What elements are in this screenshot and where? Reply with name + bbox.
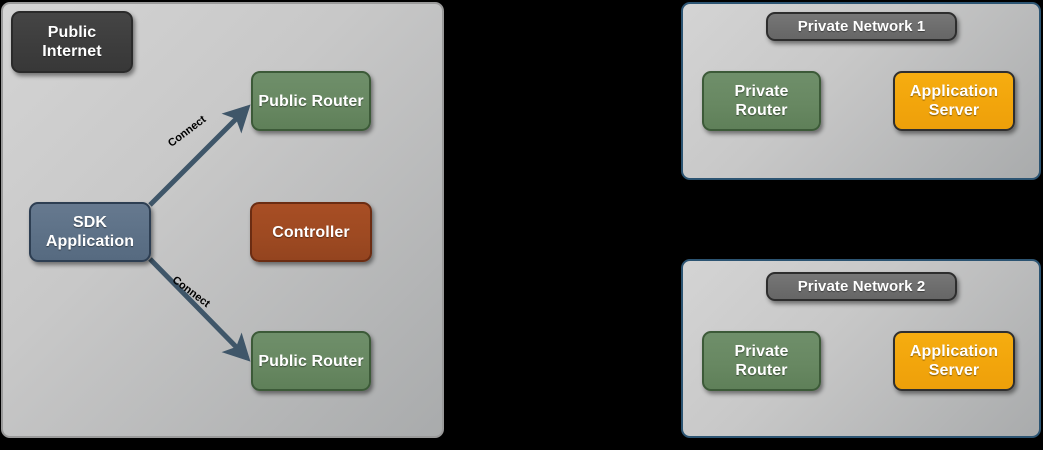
node-public-router-bottom-label: Public Router [258,352,364,370]
node-application-server-1[interactable]: Application Server [893,71,1015,131]
node-public-router-top[interactable]: Public Router [251,71,371,131]
node-controller[interactable]: Controller [250,202,372,262]
node-private-router-2-label: Private Router [734,343,789,379]
node-private-router-1-label: Private Router [734,83,789,119]
node-sdk-application[interactable]: SDK Application [29,202,151,262]
private-network-1-label: Private Network 1 [766,12,957,41]
node-application-server-1-label: Application Server [909,83,999,119]
node-private-router-2[interactable]: Private Router [702,331,821,391]
node-sdk-application-label: SDK Application [45,214,135,250]
node-application-server-2[interactable]: Application Server [893,331,1015,391]
node-controller-label: Controller [272,223,350,241]
node-public-router-bottom[interactable]: Public Router [251,331,371,391]
node-private-router-1[interactable]: Private Router [702,71,821,131]
public-internet-label: Public Internet [11,11,133,73]
node-application-server-2-label: Application Server [909,343,999,379]
private-network-2-label: Private Network 2 [766,272,957,301]
private-network-1-label-text: Private Network 1 [797,18,926,35]
private-network-2-label-text: Private Network 2 [797,278,926,295]
node-public-router-top-label: Public Router [258,92,364,110]
public-internet-label-text: Public Internet [42,24,102,60]
